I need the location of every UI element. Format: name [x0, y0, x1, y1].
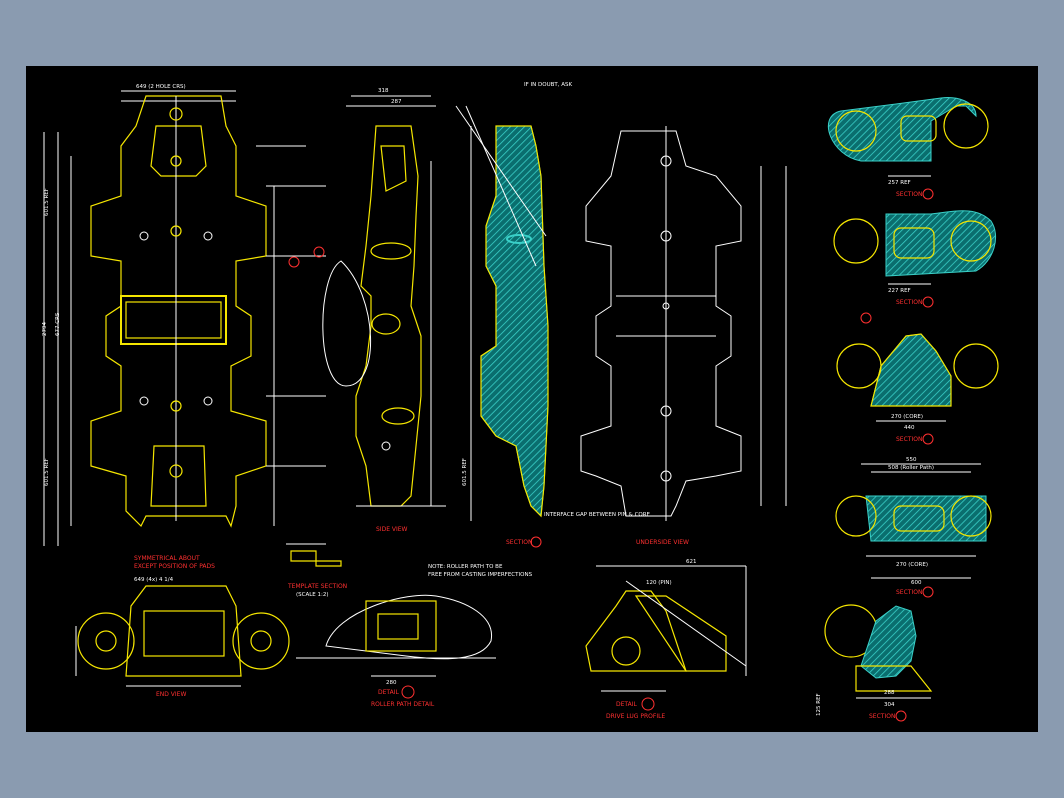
dim-550: 550: [906, 457, 917, 463]
dim-end-top: 649 (4x) 4 1/4: [134, 577, 174, 583]
label-section-e: SECTION: [896, 589, 922, 596]
dim-section-b-ref: 227 REF: [888, 288, 911, 294]
label-section-a: SECTION: [896, 191, 922, 198]
dim-ref-lower: 601.5 REF: [44, 458, 50, 486]
note-interface-gap: INTERFACE GAP BETWEEN PIN & CORE: [544, 512, 651, 518]
note-roller-1: NOTE: ROLLER PATH TO BE: [428, 564, 503, 570]
dim-overall: 2794: [42, 322, 48, 336]
label-detail-drive: DETAIL: [616, 701, 637, 708]
dim-125-ref: 125 REF: [816, 693, 822, 716]
template-section: TEMPLATE SECTION (SCALE 1:2): [286, 543, 347, 598]
dim-621: 621: [686, 559, 697, 565]
label-roller-path-detail: ROLLER PATH DETAIL: [371, 701, 435, 708]
dim-ref-upper: 601.5 REF: [44, 188, 50, 216]
section-c-view: 601.5 REF INTERFACE GAP BETWEEN PIN & CO…: [455, 105, 651, 548]
dim-304: 304: [884, 702, 895, 708]
dim-440: 440: [904, 425, 915, 431]
roller-path-detail: 280 DETAIL ROLLER PATH DETAIL NOTE: ROLL…: [296, 564, 533, 708]
drawing-svg: IF IN DOUBT, ASK 649 (2 HOLE CRS) 2794 6…: [42, 82, 999, 722]
label-section-f: SECTION: [869, 713, 895, 720]
drive-lug-detail: 120 (PIN) 621 DETAIL DRIVE LUG PROFILE: [585, 559, 747, 720]
dim-side-inner: 287: [391, 99, 402, 105]
label-section-b: SECTION: [896, 299, 922, 306]
dim-side-width: 318: [378, 88, 389, 94]
cad-drawing-canvas[interactable]: IF IN DOUBT, ASK 649 (2 HOLE CRS) 2794 6…: [26, 66, 1038, 732]
label-underside-view: UNDERSIDE VIEW: [636, 539, 689, 546]
dim-section-a-ref: 257 REF: [888, 180, 911, 186]
dim-top-holes: 649 (2 HOLE CRS): [136, 84, 186, 90]
section-a-view: 257 REF SECTION: [828, 97, 989, 200]
dim-280: 280: [386, 680, 397, 686]
label-drive-lug-profile: DRIVE LUG PROFILE: [606, 713, 665, 720]
dim-core-270: 270 (CORE): [891, 414, 923, 420]
label-scale: (SCALE 1:2): [296, 592, 329, 598]
dim-core-e: 270 (CORE): [896, 562, 928, 568]
label-template-section: TEMPLATE SECTION: [287, 583, 347, 590]
note-roller-2: FREE FROM CASTING IMPERFECTIONS: [428, 572, 533, 578]
header-note: IF IN DOUBT, ASK: [524, 82, 572, 88]
dim-crs: 677 CRS: [55, 312, 61, 336]
label-section-d: SECTION: [896, 436, 922, 443]
underside-view: UNDERSIDE VIEW: [580, 126, 787, 546]
label-symmetrical: SYMMETRICAL ABOUT: [134, 555, 200, 562]
label-section-c: SECTION: [506, 539, 532, 546]
top-view: 649 (2 HOLE CRS) 2794 677 CRS 601.5 REF …: [42, 84, 326, 570]
label-detail-roller: DETAIL: [378, 689, 399, 696]
section-f-view: 288 304 125 REF SECTION: [816, 604, 933, 722]
label-end-view: END VIEW: [156, 691, 186, 698]
dim-roller-path: 508 (Roller Path): [888, 465, 934, 471]
dim-288: 288: [884, 690, 895, 696]
label-except-pads: EXCEPT POSITION OF PADS: [134, 563, 215, 570]
section-b-view: 227 REF SECTION: [833, 210, 997, 308]
section-e-view: 550 508 (Roller Path) 270 (CORE) 600 SEC…: [835, 457, 992, 598]
section-d-view: 270 (CORE) 440 SECTION: [836, 312, 999, 445]
dim-pin: 120 (PIN): [646, 580, 672, 586]
label-side-view: SIDE VIEW: [376, 526, 408, 533]
side-view: 318 287 SIDE VIEW: [288, 88, 446, 533]
dim-600: 600: [911, 580, 922, 586]
dim-section-ref: 601.5 REF: [462, 458, 468, 486]
end-view: 649 (4x) 4 1/4 END VIEW: [75, 577, 290, 698]
